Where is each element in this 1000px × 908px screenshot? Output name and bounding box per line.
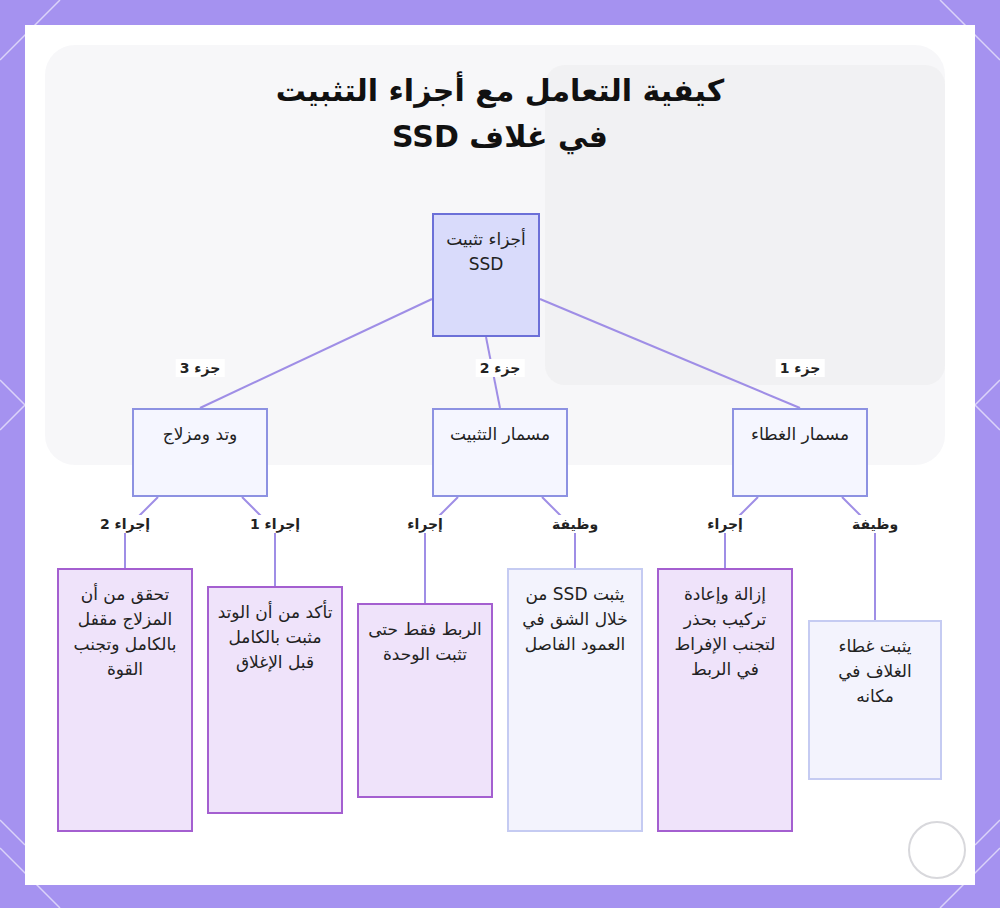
action-box: الربط فقط حتى تثبت الوحدة <box>357 603 493 798</box>
node-text-group: وتد ومزلاج <box>163 422 238 447</box>
node-label: وتد ومزلاج <box>163 422 238 447</box>
node-label: أجزاء تثبيت SSD <box>442 227 530 277</box>
edge-label: إجراء 2 <box>96 515 154 533</box>
part-box: مسمار الغطاء <box>732 408 868 497</box>
connector-line <box>425 497 458 603</box>
edge-label: إجراء 1 <box>246 515 304 533</box>
part-box: مسمار التثبيت <box>432 408 568 497</box>
node-text-group: يثبت غطاء الغلاف في مكانه <box>818 634 932 709</box>
node-label: مسمار التثبيت <box>450 422 550 447</box>
action-box: إزالة وإعادة تركيب بحذر لتجنب الإفراط في… <box>657 568 793 832</box>
edge-label: وظيفة <box>548 515 602 533</box>
node-label: يثبت غطاء الغلاف في مكانه <box>818 634 932 709</box>
function-box: يثبت SSD من خلال الشق في العمود الفاصل <box>507 568 643 832</box>
node-text-group: أجزاء تثبيت SSD <box>442 227 530 277</box>
edge-label: إجراء <box>703 515 747 533</box>
edge-label: جزء 1 <box>776 359 825 377</box>
node-label: الربط فقط حتى تثبت الوحدة <box>367 617 483 667</box>
node-text-group: مسمار الغطاء <box>751 422 849 447</box>
node-text-group: تأكد من أن الوتد مثبت بالكامل قبل الإغلا… <box>217 600 333 675</box>
action-box: تأكد من أن الوتد مثبت بالكامل قبل الإغلا… <box>207 586 343 814</box>
node-label: يثبت SSD من خلال الشق في العمود الفاصل <box>517 582 633 657</box>
node-label: تأكد من أن الوتد مثبت بالكامل قبل الإغلا… <box>217 600 333 675</box>
diagram-title: كيفية التعامل مع أجزاء التثبيت في غلاف S… <box>250 68 750 160</box>
edge-label: وظيفة <box>848 515 902 533</box>
edge-label: جزء 2 <box>476 359 525 377</box>
edge-label: جزء 3 <box>176 359 225 377</box>
node-text-group: مسمار التثبيت <box>450 422 550 447</box>
connector-line <box>200 299 432 408</box>
node-text-group: تحقق من أن المزلاج مقفل بالكامل وتجنب ال… <box>67 582 183 682</box>
node-label: مسمار الغطاء <box>751 422 849 447</box>
node-label: إزالة وإعادة تركيب بحذر لتجنب الإفراط في… <box>667 582 783 682</box>
node-text-group: الربط فقط حتى تثبت الوحدة <box>367 617 483 667</box>
root-box: أجزاء تثبيت SSD <box>432 213 540 337</box>
part-box: وتد ومزلاج <box>132 408 268 497</box>
action-box: تحقق من أن المزلاج مقفل بالكامل وتجنب ال… <box>57 568 193 832</box>
node-label: تحقق من أن المزلاج مقفل بالكامل وتجنب ال… <box>67 582 183 682</box>
node-text-group: إزالة وإعادة تركيب بحذر لتجنب الإفراط في… <box>667 582 783 682</box>
node-text-group: يثبت SSD من خلال الشق في العمود الفاصل <box>517 582 633 657</box>
connector-line <box>242 497 275 586</box>
function-box: يثبت غطاء الغلاف في مكانه <box>808 620 942 780</box>
connector-line <box>540 299 800 408</box>
edge-label: إجراء <box>403 515 447 533</box>
